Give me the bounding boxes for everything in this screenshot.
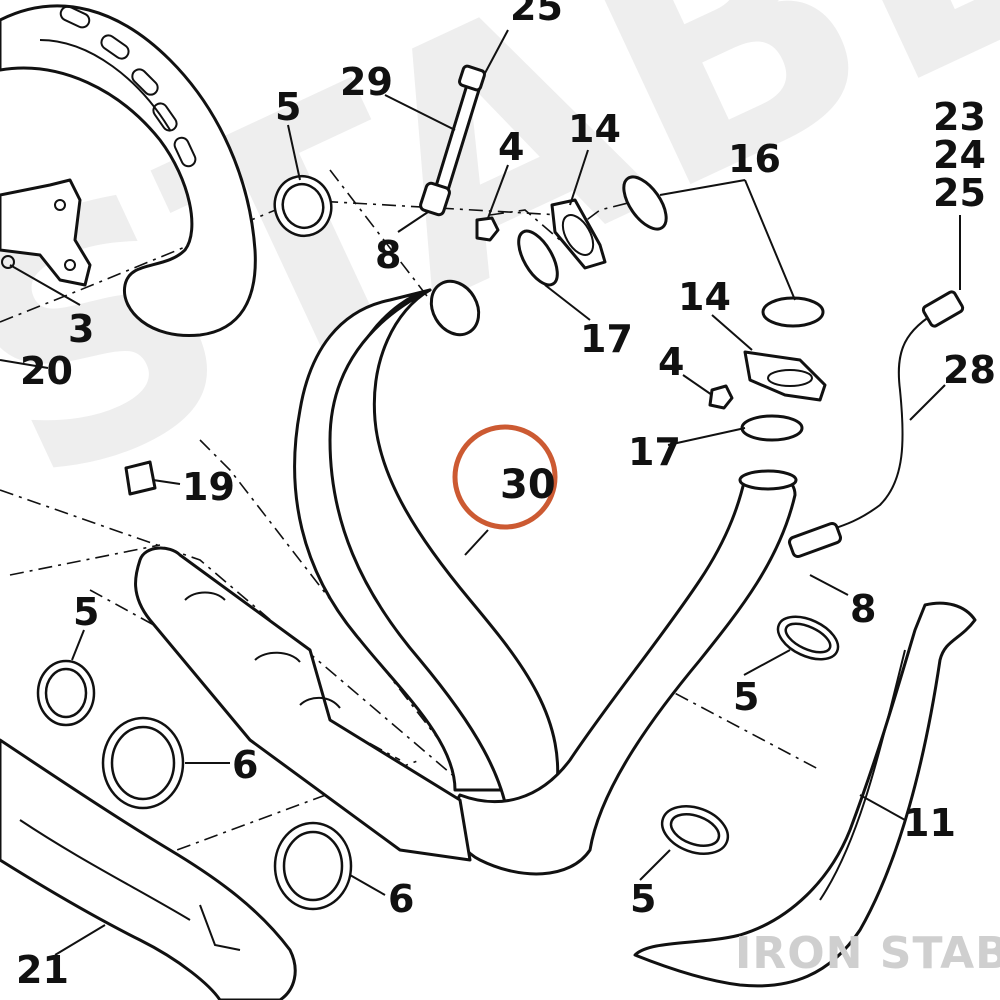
oxygen-sensor-right — [787, 290, 965, 559]
callout-23: 23 — [933, 95, 986, 139]
callout-14-top: 14 — [568, 107, 621, 151]
callout-8-top: 8 — [375, 233, 401, 277]
hose-clamp-6-left — [101, 716, 185, 810]
callout-17-top: 17 — [580, 317, 633, 361]
callout-labels: 25 29 5 4 14 16 23 24 25 8 17 3 20 14 4 … — [16, 0, 996, 992]
callout-17-mid: 17 — [628, 430, 681, 474]
exhaust-flange-top — [550, 198, 607, 270]
retaining-ring-top — [517, 229, 559, 287]
callout-4-top: 4 — [498, 125, 524, 169]
callout-25-top: 25 — [510, 0, 563, 29]
lower-heat-shield — [0, 738, 297, 1000]
callout-14-mid: 14 — [678, 275, 731, 319]
callout-24: 24 — [933, 133, 986, 177]
oxygen-sensor-upper — [419, 64, 487, 217]
gasket-ring-top — [622, 175, 668, 231]
callout-6-left: 6 — [232, 743, 258, 787]
clip-19 — [124, 460, 157, 496]
callout-16: 16 — [728, 137, 781, 181]
callout-4-mid: 4 — [658, 340, 684, 384]
callout-5-bottom: 5 — [630, 877, 656, 921]
hose-clamp-top — [273, 174, 333, 238]
callout-20: 20 — [20, 349, 73, 393]
callout-6-bottom: 6 — [388, 877, 414, 921]
flange-nut-top — [475, 216, 500, 242]
exhaust-flange-mid — [743, 350, 827, 402]
callout-25-right: 25 — [933, 171, 986, 215]
crossover-pipe — [134, 546, 472, 862]
header-pipe-30 — [293, 279, 798, 876]
retaining-ring-mid — [740, 414, 804, 442]
watermark-corner-text: IRON STABLE — [735, 928, 1000, 979]
hose-clamp-bottom — [660, 805, 730, 855]
callout-29: 29 — [340, 60, 393, 104]
callout-3: 3 — [68, 307, 94, 351]
callout-28: 28 — [943, 348, 996, 392]
hose-clamp-6-bottom — [273, 821, 353, 911]
callout-5-top: 5 — [275, 85, 301, 129]
mounting-bracket — [0, 178, 92, 287]
callout-19: 19 — [182, 465, 235, 509]
gasket-ring-mid — [761, 296, 825, 328]
callout-11: 11 — [903, 801, 956, 845]
hose-clamp-right — [776, 615, 840, 661]
callout-5-right: 5 — [733, 675, 759, 719]
highlight-circle — [452, 424, 558, 530]
leader-lines — [0, 29, 961, 956]
callout-21: 21 — [16, 948, 69, 992]
callout-5-left: 5 — [73, 590, 99, 634]
callout-30-highlighted: 30 — [500, 462, 556, 508]
flange-nut-mid — [708, 384, 734, 410]
hose-clamp-left — [36, 659, 96, 727]
callout-8-right: 8 — [850, 587, 876, 631]
right-heat-shield — [633, 601, 977, 988]
upper-heat-shield — [0, 4, 257, 338]
